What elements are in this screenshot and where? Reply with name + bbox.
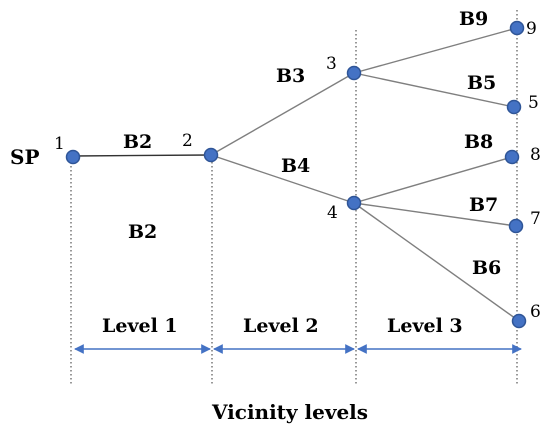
level-label-2: Level 2 [243, 315, 319, 337]
edge-2-3 [210, 72, 355, 156]
node-number-4: 4 [327, 203, 338, 223]
edge-3-5 [353, 72, 515, 108]
node-9 [509, 20, 525, 36]
node-2 [203, 147, 219, 163]
nodes [65, 20, 527, 329]
edge-label-1-2: B2 [123, 131, 152, 153]
region-label: B2 [128, 221, 157, 243]
edge-4-7 [353, 202, 517, 227]
edge-4-6 [353, 202, 520, 322]
edge-label-4-8: B8 [464, 131, 493, 153]
node-number-1: 1 [54, 134, 65, 154]
edge-label-3-9: B9 [459, 8, 488, 30]
edge-label-3-5: B5 [467, 72, 496, 94]
node-number-6: 6 [530, 302, 541, 322]
level-label-3: Level 3 [387, 315, 463, 337]
node-number-7: 7 [530, 209, 541, 229]
node-4 [346, 195, 362, 211]
node-number-8: 8 [530, 145, 541, 165]
node-3 [346, 65, 362, 81]
node-6 [511, 313, 527, 329]
source-label: SP [10, 145, 39, 169]
edge-3-9 [353, 27, 518, 74]
node-number-2: 2 [182, 131, 193, 151]
node-number-9: 9 [526, 19, 537, 39]
node-5 [506, 99, 522, 115]
edge-4-8 [353, 156, 513, 204]
edge-label-2-3: B3 [276, 65, 305, 87]
edge-label-4-7: B7 [469, 194, 498, 216]
node-number-5: 5 [528, 93, 539, 113]
level-label-1: Level 1 [102, 315, 178, 337]
edge-label-4-6: B6 [472, 257, 501, 279]
node-8 [504, 149, 520, 165]
node-1 [65, 149, 81, 165]
edge-1-2 [72, 154, 211, 157]
edges [72, 27, 520, 322]
diagram-caption: Vicinity levels [211, 400, 368, 424]
node-7 [508, 218, 524, 234]
edge-label-2-4: B4 [281, 155, 310, 177]
edge-2-4 [210, 154, 355, 204]
node-number-3: 3 [326, 54, 337, 74]
